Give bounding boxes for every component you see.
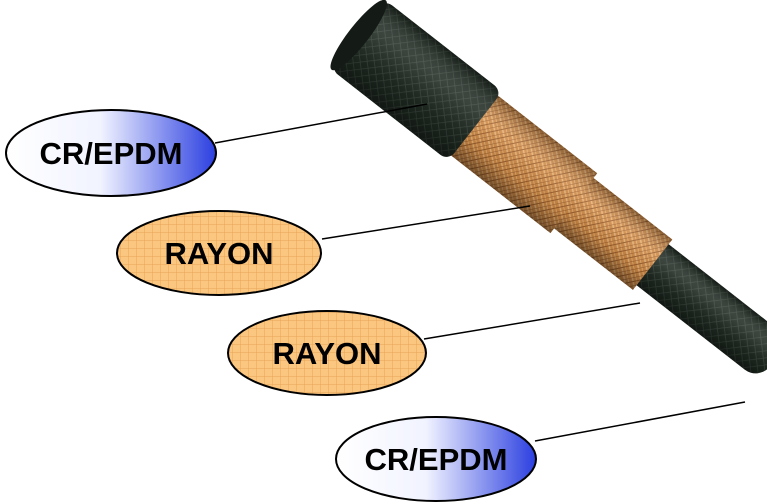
label-cr-epdm-top-text: CR/EPDM — [40, 136, 183, 171]
leader-line-rayon-upper — [321, 205, 531, 240]
label-rayon-lower-text: RAYON — [272, 336, 381, 371]
leader-line-cr-epdm-bottom — [534, 401, 746, 442]
label-cr-epdm-bottom-text: CR/EPDM — [365, 442, 508, 477]
label-rayon-upper-text: RAYON — [164, 236, 273, 271]
leader-line-rayon-lower — [423, 302, 641, 340]
label-rayon-upper: RAYON — [116, 210, 322, 296]
label-cr-epdm-bottom: CR/EPDM — [335, 416, 537, 502]
leader-line-cr-epdm-top — [214, 103, 428, 144]
label-rayon-lower: RAYON — [227, 310, 427, 396]
hose — [330, 0, 767, 374]
label-cr-epdm-top: CR/EPDM — [5, 109, 217, 197]
